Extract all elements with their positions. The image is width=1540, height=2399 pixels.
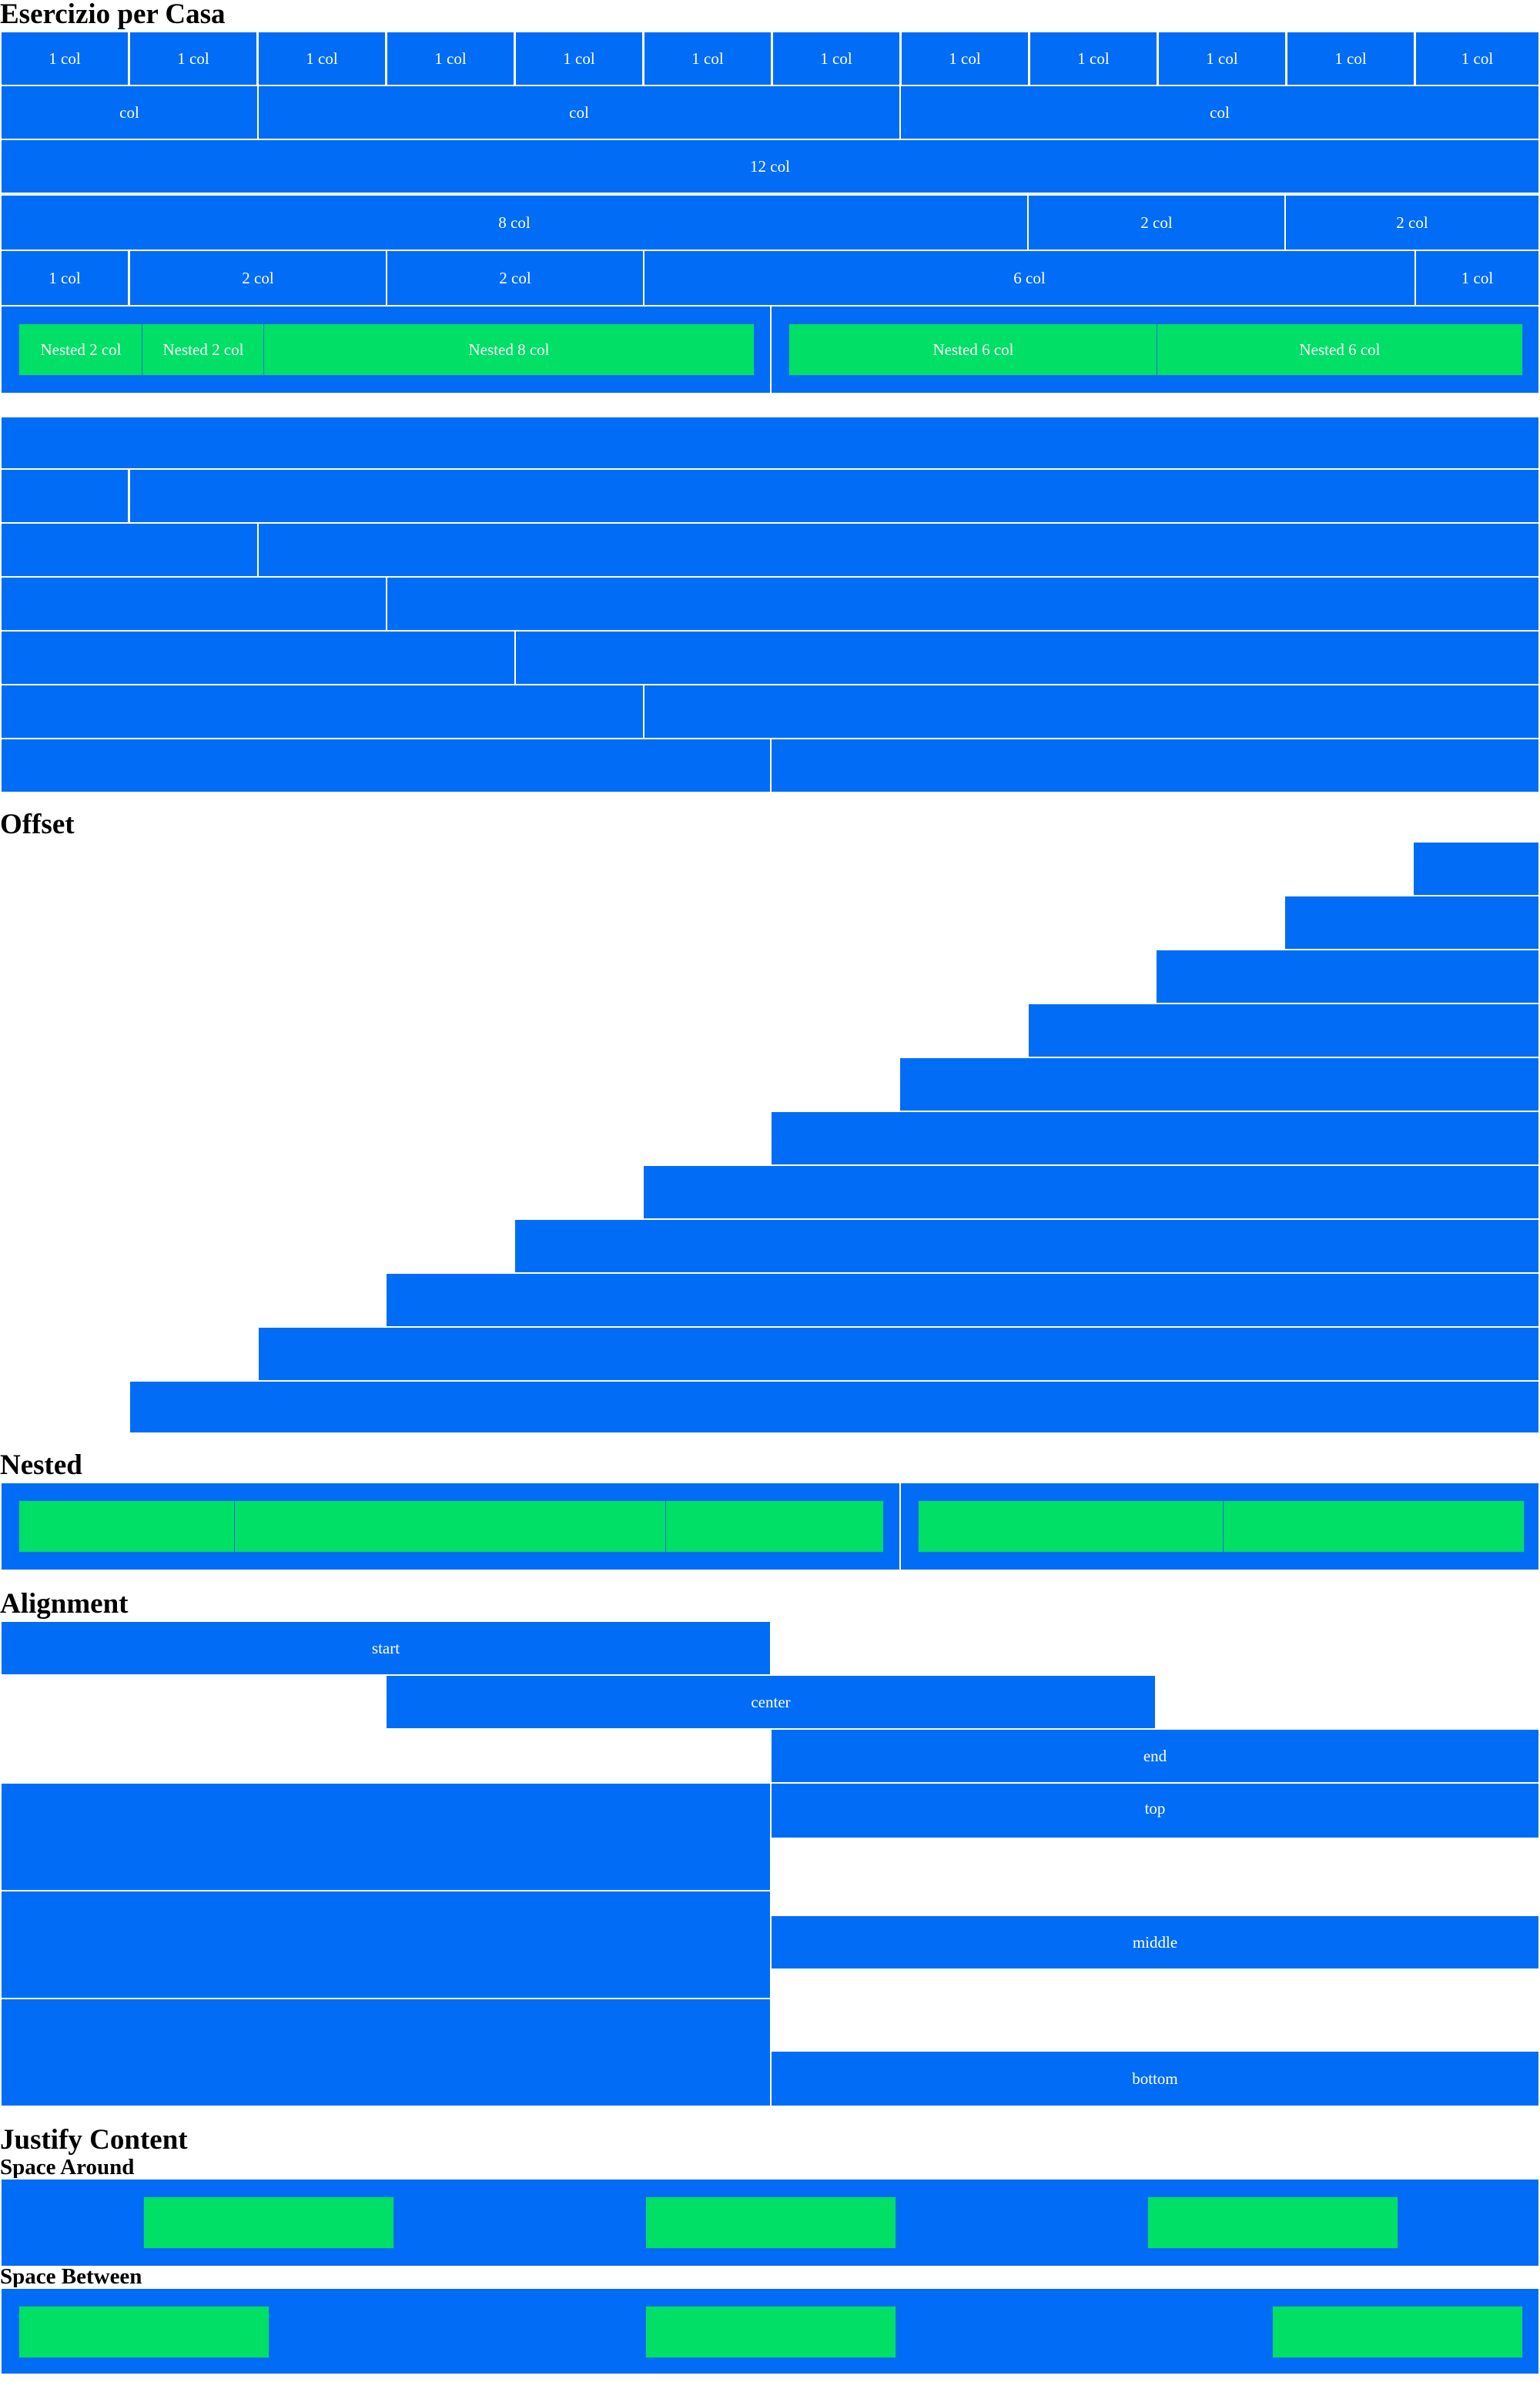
offset-cell: [385, 1272, 1540, 1328]
offset-cell: [899, 1057, 1540, 1112]
align-start-cell: start: [0, 1620, 772, 1676]
offset-cell: [1027, 1003, 1540, 1058]
grid-cell: [514, 630, 1540, 685]
space-between-container: [0, 2287, 1540, 2375]
nested-container-left: Nested 2 col Nested 2 col Nested 8 col: [0, 305, 772, 394]
grid-cell: 1 col: [386, 31, 515, 86]
grid-cell: 2 col: [386, 250, 644, 307]
offset-cell: [1412, 841, 1540, 896]
justify-item: [18, 2306, 270, 2358]
align-top-cell: top: [770, 1782, 1540, 1839]
grid-cell: 1 col: [257, 31, 387, 86]
align-bottom-cell: bottom: [770, 2050, 1540, 2107]
align-tall-cell: [0, 1890, 772, 1999]
align-tall-cell: [0, 1782, 772, 1891]
grid-cell: 1 col: [900, 31, 1029, 86]
grid-cell: 2 col: [129, 250, 387, 307]
grid-cell: 1 col: [1286, 31, 1415, 86]
nested-cell: [1223, 1500, 1525, 1553]
justify-item: [1272, 2306, 1523, 2358]
grid-cell: 1 col: [1414, 250, 1540, 307]
grid-cell: [643, 684, 1540, 739]
nested-cell: [234, 1500, 667, 1553]
grid-cell: col: [257, 85, 901, 140]
grid-cell: [0, 738, 772, 793]
offset-cell: [514, 1218, 1540, 1274]
grid-cell: 2 col: [1284, 194, 1540, 251]
offset-cell: [1284, 895, 1540, 950]
grid-cell: 1 col: [0, 31, 129, 86]
nested-cell: [918, 1500, 1224, 1553]
page-title: Esercizio per Casa: [0, 0, 226, 30]
grid-cell: [770, 738, 1540, 793]
subheading-space-between: Space Between: [0, 2264, 142, 2289]
section-heading-offset: Offset: [0, 809, 75, 840]
grid-cell: col: [0, 85, 259, 140]
grid-cell: 1 col: [1157, 31, 1287, 86]
align-center-cell: center: [385, 1674, 1157, 1730]
section-heading-alignment: Alignment: [0, 1588, 129, 1620]
grid-cell: [0, 684, 644, 739]
nested-cell: [18, 1500, 236, 1553]
grid-cell: 2 col: [1027, 194, 1286, 251]
grid-cell: [0, 416, 1540, 470]
nested-container-right: [899, 1482, 1540, 1571]
grid-cell: col: [899, 85, 1540, 140]
grid-cell: [129, 468, 1540, 524]
grid-cell: 1 col: [1029, 31, 1158, 86]
nested-cell: [665, 1500, 884, 1553]
nested-cell: Nested 6 col: [788, 323, 1158, 376]
offset-cell: [257, 1326, 1540, 1382]
justify-item: [645, 2196, 896, 2249]
align-end-cell: end: [770, 1728, 1540, 1784]
grid-cell: [0, 522, 259, 578]
subheading-space-around: Space Around: [0, 2155, 135, 2180]
grid-cell: [0, 630, 516, 685]
section-heading-justify: Justify Content: [0, 2124, 188, 2156]
grid-cell: 12 col: [0, 139, 1540, 194]
justify-item: [1147, 2196, 1398, 2249]
nested-container-right: Nested 6 col Nested 6 col: [770, 305, 1540, 394]
align-tall-cell: [0, 1998, 772, 2107]
grid-cell: 1 col: [772, 31, 901, 86]
grid-cell: 1 col: [0, 250, 129, 307]
grid-cell: 1 col: [514, 31, 644, 86]
section-heading-nested: Nested: [0, 1449, 82, 1481]
grid-cell: [0, 576, 387, 632]
nested-cell: Nested 2 col: [18, 323, 143, 376]
grid-cell: 6 col: [643, 250, 1416, 307]
nested-cell: Nested 8 col: [263, 323, 755, 376]
grid-cell: 1 col: [129, 31, 258, 86]
nested-cell: Nested 6 col: [1157, 323, 1523, 376]
nested-container-left: [0, 1482, 901, 1571]
align-middle-cell: middle: [770, 1915, 1540, 1970]
offset-cell: [642, 1164, 1540, 1220]
grid-cell: [0, 468, 129, 524]
grid-cell: 1 col: [1414, 31, 1540, 86]
offset-cell: [770, 1111, 1540, 1166]
grid-cell: 8 col: [0, 194, 1029, 251]
offset-cell: [1155, 949, 1540, 1004]
nested-cell: Nested 2 col: [142, 323, 265, 376]
justify-item: [645, 2306, 896, 2358]
grid-cell: [386, 576, 1540, 632]
grid-cell: [257, 522, 1540, 578]
justify-item: [143, 2196, 394, 2249]
space-around-container: [0, 2178, 1540, 2267]
offset-cell: [129, 1380, 1540, 1434]
grid-cell: 1 col: [643, 31, 772, 86]
